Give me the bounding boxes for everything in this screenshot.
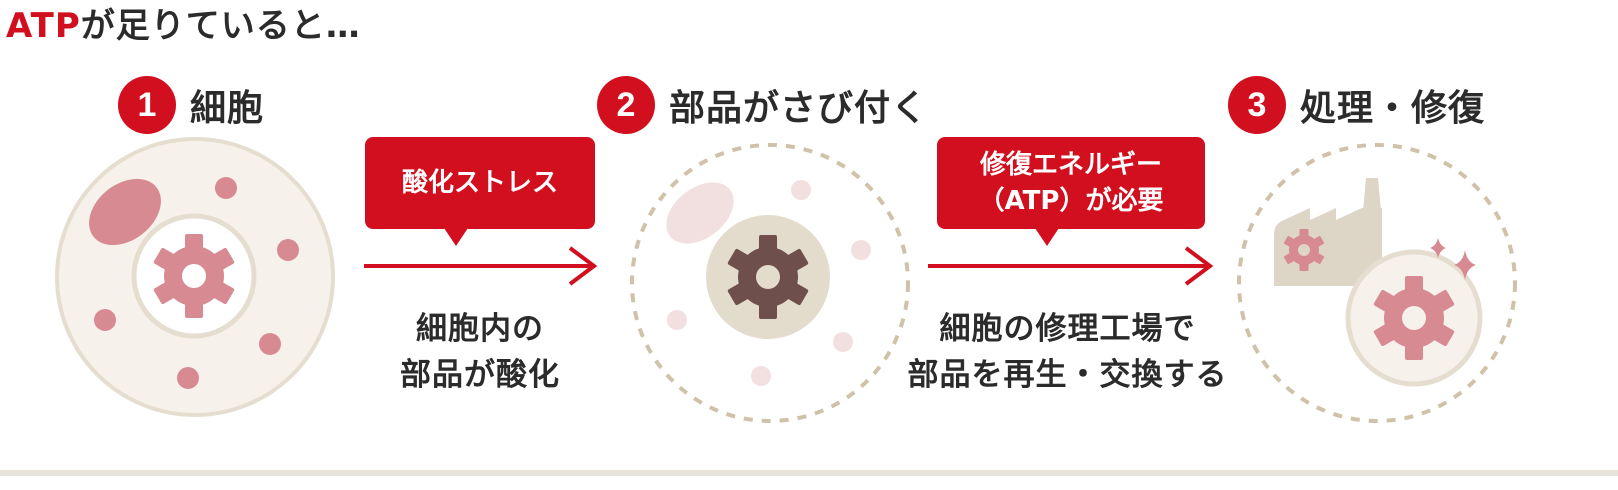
bottom-divider [0, 470, 1618, 476]
step-3-label: 処理・修復 [1300, 88, 1486, 129]
organelle-mitochondrion [89, 178, 161, 246]
organelle-faded [666, 182, 734, 244]
caption-1-line-2: 部品が酸化 [400, 357, 560, 393]
step-2-badge: 2 [597, 76, 655, 134]
gear-icon [153, 234, 235, 318]
sparkle-icon [1454, 250, 1476, 280]
organelle-dot [751, 366, 771, 386]
heading-accent: ATP [6, 6, 81, 46]
organelle-dot [277, 239, 299, 261]
organelle-dot [851, 240, 871, 260]
callout-1-tail [444, 228, 468, 246]
organelle-dot [667, 310, 687, 330]
callout-repair-energy: 修復エネルギー （ATP）が必要 [937, 137, 1205, 229]
callout-2-line-2: （ATP）が必要 [978, 186, 1164, 216]
caption-2-line-2: 部品を再生・交換する [907, 357, 1228, 393]
repair-factory-illustration [1237, 143, 1517, 423]
arrow-right-icon [928, 246, 1214, 286]
organelle-dot [791, 180, 811, 200]
caption-repair: 細胞の修理工場で 部品を再生・交換する [895, 306, 1240, 398]
arrow-right-icon [364, 246, 598, 286]
gear-icon [1373, 276, 1455, 360]
sparkle-icon [1430, 238, 1446, 258]
heading-rest: が足りていると… [80, 6, 361, 46]
callout-oxidative-stress: 酸化ストレス [365, 137, 595, 229]
callout-2-line-1: 修復エネルギー [979, 150, 1162, 180]
step-1-title: 1 細胞 [118, 76, 264, 134]
organelle-dot [833, 332, 853, 352]
step-3-badge: 3 [1228, 76, 1286, 134]
step-1-badge: 1 [118, 76, 176, 134]
gear-icon [1283, 229, 1325, 271]
rusted-cell-illustration [630, 143, 910, 423]
caption-1-line-1: 細胞内の [416, 311, 544, 347]
caption-2-line-1: 細胞の修理工場で [939, 311, 1196, 347]
step-2-label: 部品がさび付く [669, 88, 929, 129]
page-heading: ATPが足りていると… [6, 2, 361, 50]
healthy-cell-illustration [55, 137, 335, 417]
organelle-dot [215, 177, 237, 199]
step-3-title: 3 処理・修復 [1228, 76, 1485, 134]
organelle-dot [259, 333, 281, 355]
organelle-dot [94, 309, 116, 331]
organelle-dot [177, 367, 199, 389]
step-1-label: 細胞 [190, 88, 265, 129]
callout-1-line-1: 酸化ストレス [401, 168, 558, 198]
step-2-title: 2 部品がさび付く [597, 76, 928, 134]
gear-icon [727, 235, 809, 319]
caption-oxidation: 細胞内の 部品が酸化 [365, 306, 595, 398]
callout-2-tail [1035, 228, 1059, 246]
